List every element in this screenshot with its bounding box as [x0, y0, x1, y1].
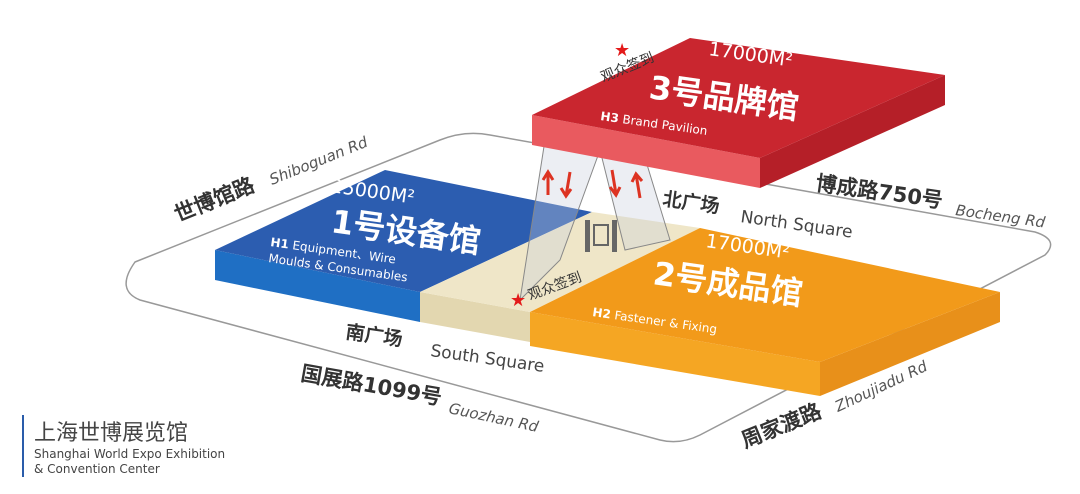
venue-logo: 上海世博展览馆 Shanghai World Expo Exhibition &… — [22, 415, 225, 477]
south-square: 南广场 — [344, 320, 404, 351]
ground-outline — [125, 132, 1052, 443]
venue-name-en1: Shanghai World Expo Exhibition — [34, 447, 226, 461]
north-square: 北广场 — [661, 187, 721, 218]
arrow-up-icon — [630, 171, 644, 199]
star-icon: ★ — [510, 290, 526, 311]
arrow-down-icon — [608, 169, 622, 198]
road-zhoujiadu: 周家渡路 — [738, 399, 826, 453]
road-bocheng-en: Bocheng Rd — [954, 201, 1046, 231]
hall-h2[interactable] — [530, 228, 1000, 396]
south-square-en: South Square — [429, 341, 545, 377]
venue-name-en2: & Convention Center — [34, 462, 160, 476]
h1-code: H1 — [270, 235, 290, 251]
h3-code: H3 — [600, 109, 620, 125]
h2-code: H2 — [592, 305, 612, 321]
road-bocheng: 博成路750号 — [814, 171, 944, 213]
elevator-icon — [585, 220, 617, 252]
venue-name-cn: 上海世博展览馆 — [34, 421, 189, 446]
central-square — [420, 212, 700, 342]
star-icon: ★ — [614, 40, 630, 61]
walkway — [519, 139, 671, 302]
hall-h1[interactable] — [215, 170, 592, 322]
arrow-down-icon — [559, 171, 573, 199]
hall-h3[interactable] — [532, 38, 945, 188]
road-guozhan: 国展路1099号 — [299, 361, 443, 409]
arrow-up-icon — [541, 169, 555, 195]
